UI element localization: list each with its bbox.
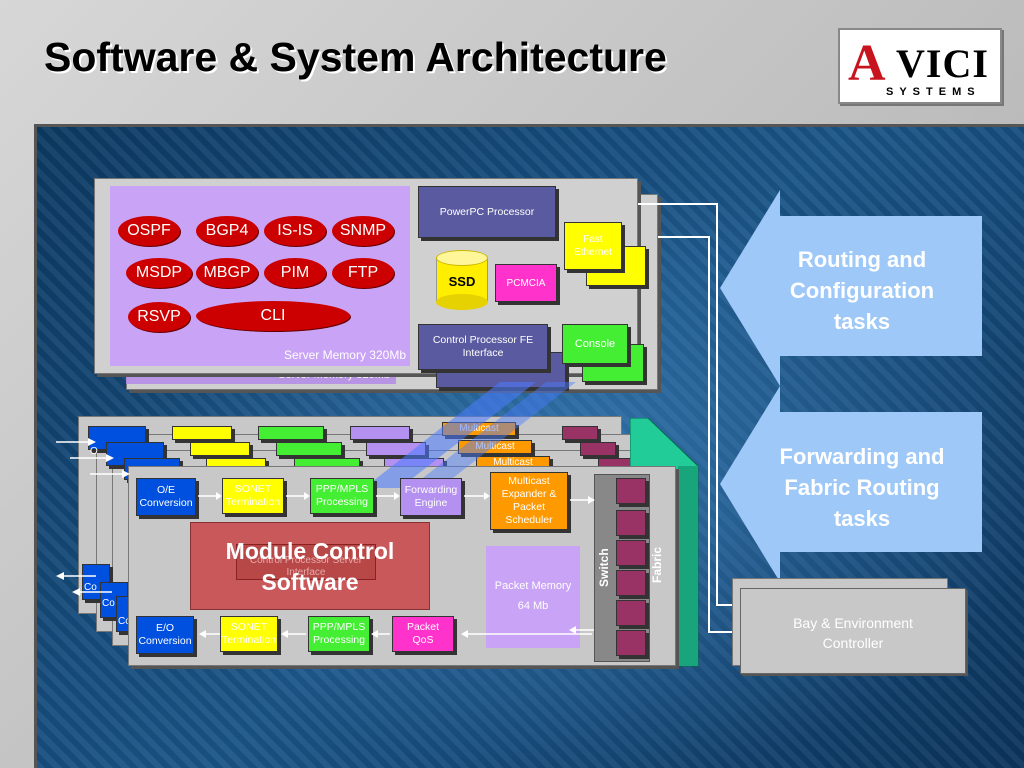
- ssd-cylinder: SSD: [436, 250, 488, 310]
- fast-ethernet-box: Fast Ethernet: [564, 222, 622, 270]
- forwarding-tasks-label: Forwarding and Fabric Routing tasks: [779, 444, 945, 531]
- protocol-pim: PIM: [264, 258, 326, 288]
- fragment-co-1: Co: [84, 582, 97, 593]
- logo-a: A: [848, 35, 886, 92]
- protocol-msdp: MSDP: [126, 258, 192, 288]
- protocol-mbgp: MBGP: [196, 258, 258, 288]
- top-flow-arrows: [198, 492, 490, 500]
- cp-fe-interface: Control Processor FE Interface: [418, 324, 548, 370]
- protocol-bgp4: BGP4: [196, 216, 258, 246]
- oe-conversion: O/E Conversion: [136, 478, 196, 516]
- protocol-ospf: OSPF: [118, 216, 180, 246]
- back-ppp-1: [258, 426, 324, 440]
- fabric-label: Fabric: [650, 547, 664, 584]
- link-beams: [364, 382, 576, 488]
- cp-server-label: Control Processor Server Interface: [249, 555, 363, 578]
- bottom-flow-arrows: [199, 630, 592, 638]
- switch-port: [616, 600, 646, 626]
- routing-arrow: Routing and Configuration tasks: [720, 190, 982, 386]
- bay-controller-label: Bay & Environment Controller: [793, 615, 913, 651]
- switch-flow-arrows: [569, 496, 595, 634]
- console-box: Console: [562, 324, 628, 364]
- packet-memory: Packet Memory 64 Mb: [486, 546, 580, 648]
- ppp-mpls-top: PPP/MPLS Processing: [310, 478, 374, 514]
- logo-systems: SYSTEMS: [886, 86, 981, 98]
- fragment-co-2: Co: [102, 598, 115, 609]
- logo-vici: VICI: [896, 41, 989, 86]
- routing-tasks-label: Routing and Configuration tasks: [789, 247, 935, 334]
- back-sonet-1: [172, 426, 232, 440]
- switch-port: [616, 478, 646, 504]
- switch-port: [616, 630, 646, 656]
- packet-memory-size: 64 Mb: [517, 600, 549, 612]
- sonet-termination-top: SONET Termination: [222, 478, 284, 514]
- server-memory-label: Server Memory 320Mb: [283, 348, 406, 362]
- connector-line: [638, 203, 716, 205]
- back-fwd-1: [350, 426, 410, 440]
- module-control-software-label: Module Control Software: [190, 536, 430, 598]
- back-sonet-2: [190, 442, 250, 456]
- forwarding-engine: Forwarding Engine: [400, 478, 462, 516]
- bay-environment-controller: Bay & Environment Controller: [740, 588, 966, 674]
- forwarding-arrow-shape: [720, 386, 982, 582]
- switch-port: [616, 510, 646, 536]
- eo-conversion: E/O Conversion: [136, 616, 194, 654]
- packet-qos: Packet QoS: [392, 616, 454, 652]
- protocol-snmp: SNMP: [332, 216, 394, 246]
- ppp-mpls-bottom: PPP/MPLS Processing: [308, 616, 370, 652]
- connector-line: [708, 236, 710, 632]
- protocol-cli: CLI: [196, 301, 350, 331]
- module-label-text: Module Control Software: [225, 538, 395, 595]
- switch-port: [616, 540, 646, 566]
- back-multicast-2: Multicast: [458, 440, 532, 454]
- switch-label: Switch: [597, 548, 611, 588]
- fragment-co-3: Co: [118, 616, 131, 627]
- forwarding-arrow: Forwarding and Fabric Routing tasks: [720, 386, 982, 582]
- fragment-o: O: [90, 446, 98, 457]
- page-title: Software & System Architecture: [44, 34, 667, 80]
- back-ppp-2: [276, 442, 342, 456]
- pcmcia-box: PCMCIA: [495, 264, 557, 302]
- protocol-isis: IS-IS: [264, 216, 326, 246]
- connector-line: [658, 236, 708, 238]
- protocol-ftp: FTP: [332, 258, 394, 288]
- connector-line: [716, 203, 718, 605]
- sonet-termination-bottom: SONET Termination: [220, 616, 278, 652]
- back-port-1: [562, 426, 598, 440]
- back-port-2: [580, 442, 616, 456]
- routing-arrow-shape: [720, 190, 982, 386]
- switch-port: [616, 570, 646, 596]
- avici-logo: A VICI SYSTEMS: [838, 28, 1002, 104]
- protocol-rsvp: RSVP: [128, 302, 190, 332]
- connector-line: [708, 631, 742, 633]
- powerpc-processor: PowerPC Processor: [418, 186, 556, 238]
- connector-line: [716, 604, 742, 606]
- cp-server-interface: Control Processor Server Interface: [236, 544, 376, 580]
- multicast-expander: Multicast Expander & Packet Scheduler: [490, 472, 568, 530]
- io-arrows: [56, 438, 130, 596]
- ssd-label: SSD: [448, 274, 476, 289]
- packet-memory-label: Packet Memory: [494, 580, 572, 592]
